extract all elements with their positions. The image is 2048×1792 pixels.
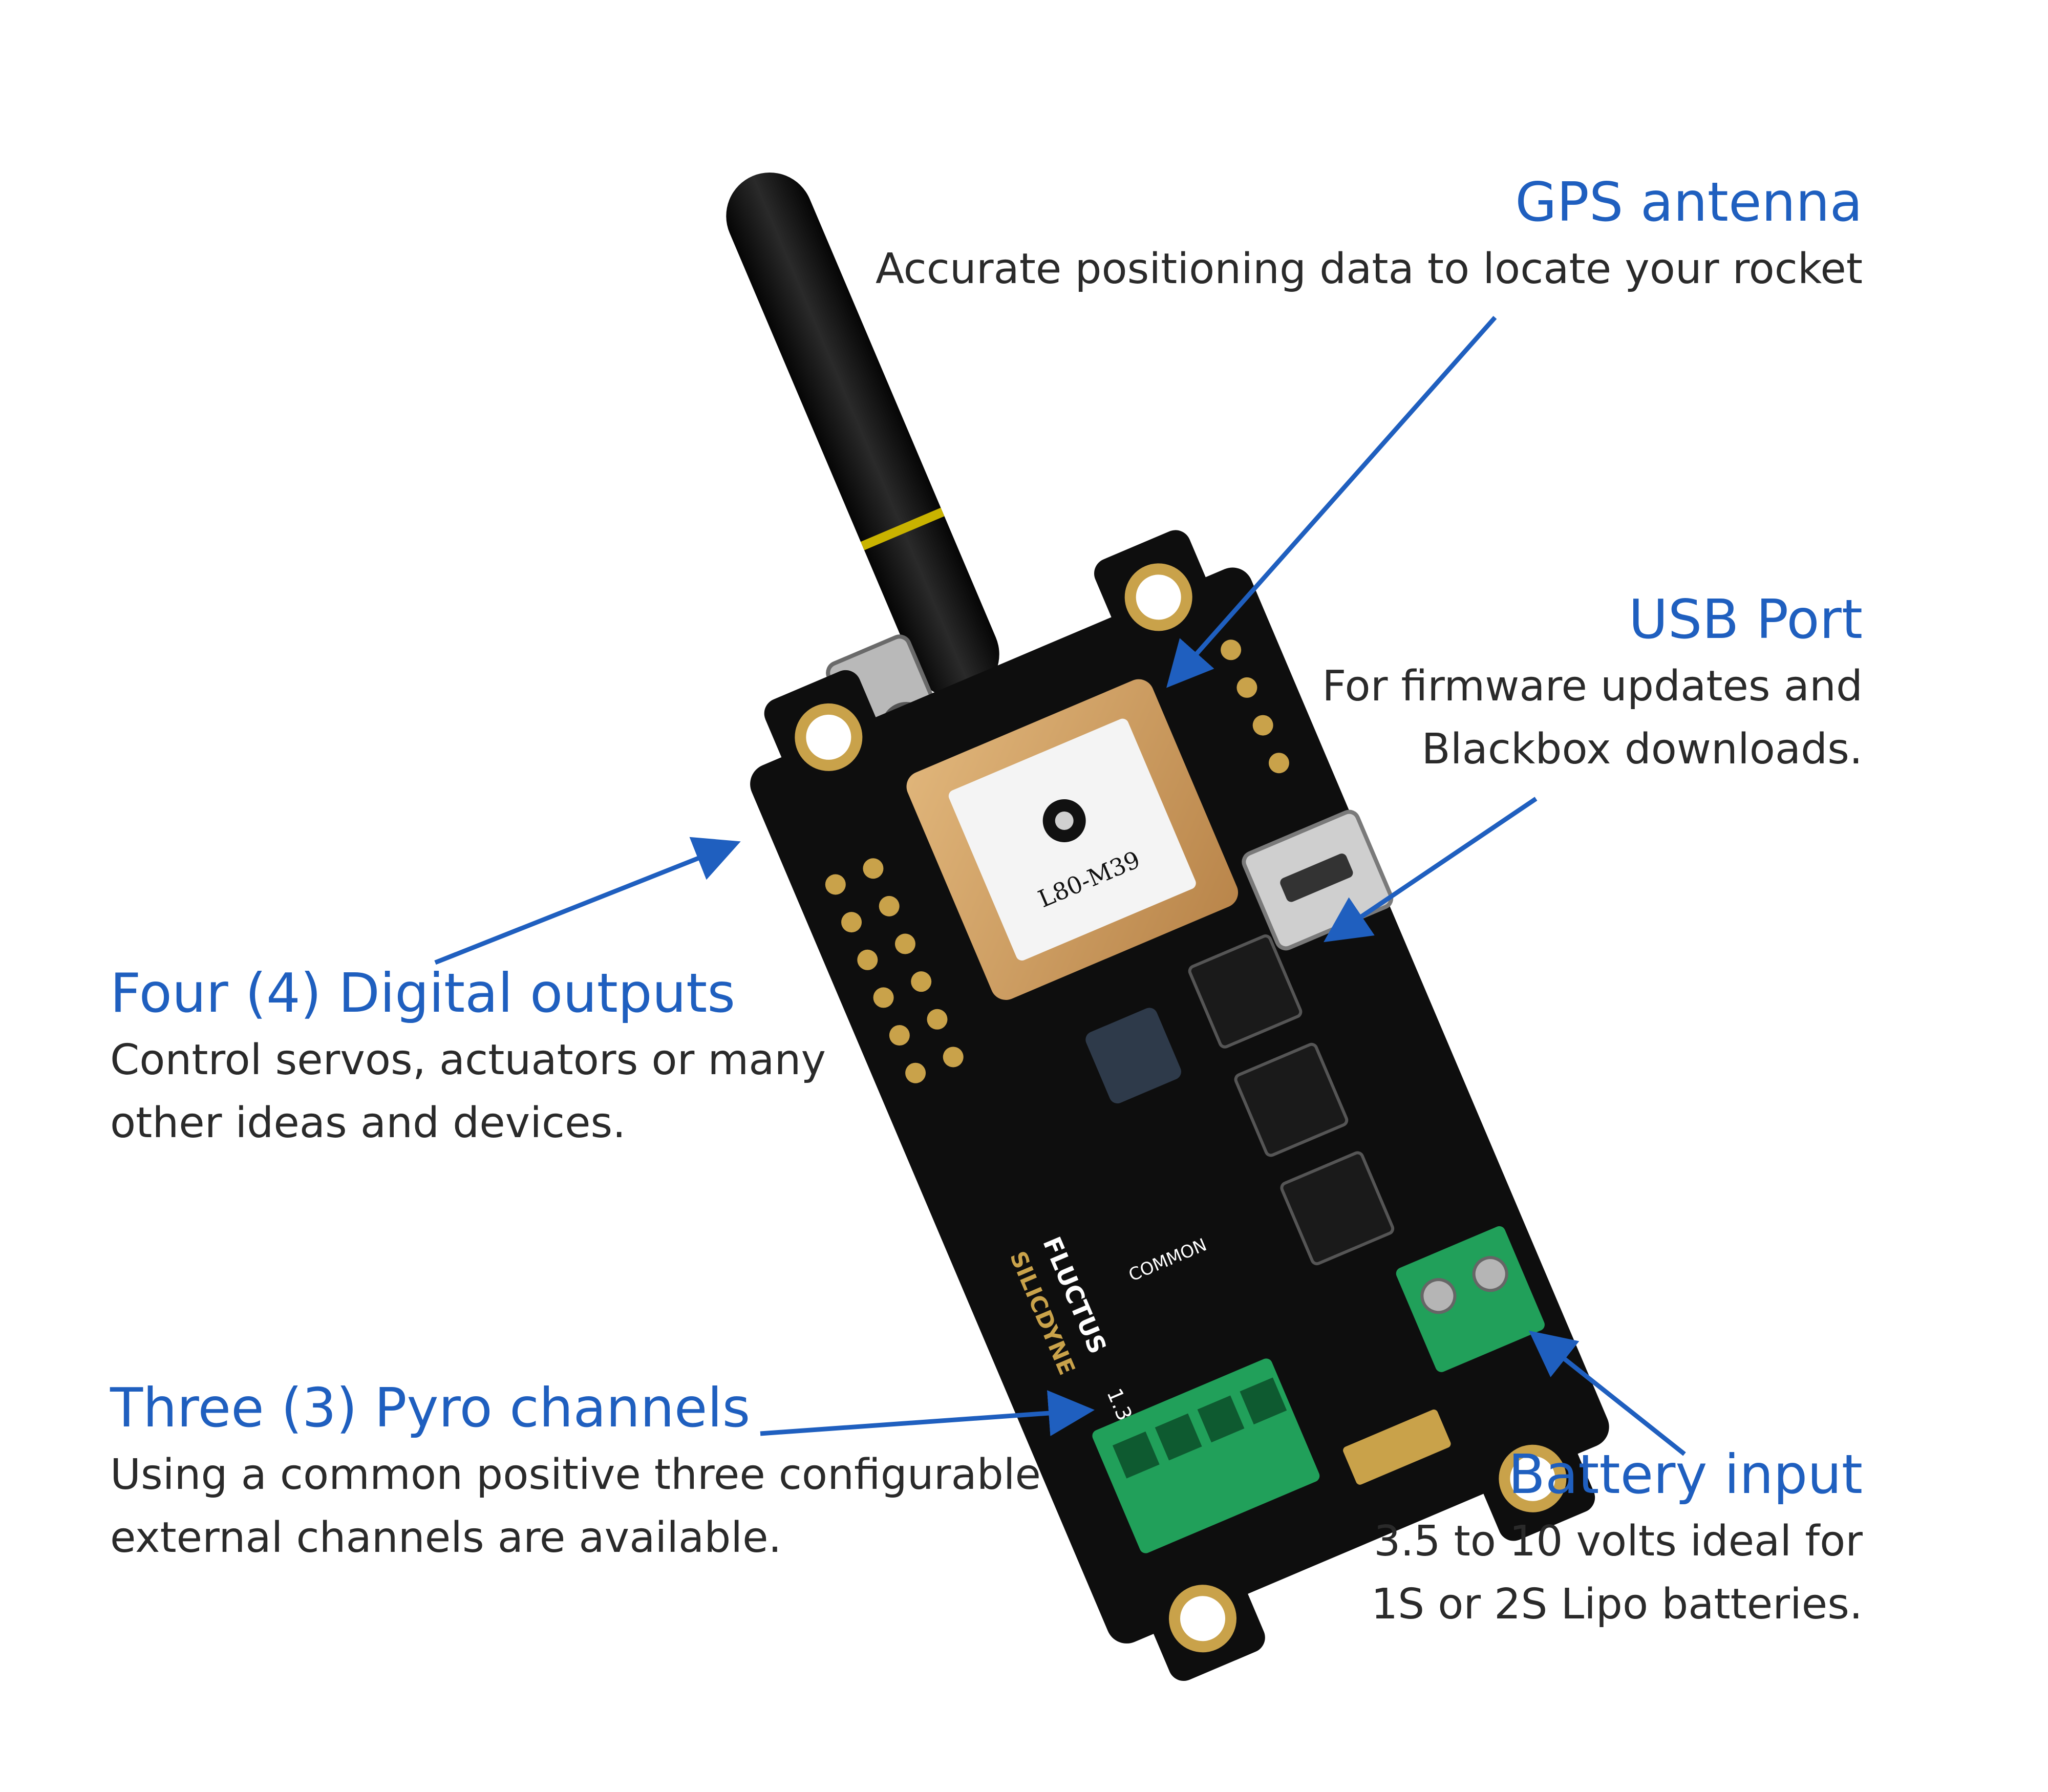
pyro-channels-callout-desc-line-1: Using a common positive three configurab… bbox=[110, 1450, 1041, 1499]
gps-arrow bbox=[1166, 316, 1497, 688]
mounting-hole bbox=[795, 703, 863, 771]
gps-callout: GPS antenna Accurate positioning data to… bbox=[685, 172, 1863, 301]
digital-outputs-callout-desc-line-1: Control servos, actuators or many bbox=[110, 1035, 826, 1084]
mounting-hole bbox=[1169, 1585, 1237, 1653]
mounting-hole bbox=[1499, 1444, 1567, 1512]
gps-callout-title: GPS antenna bbox=[1515, 171, 1863, 233]
ic-chip bbox=[1234, 1042, 1349, 1157]
ic-chip bbox=[1280, 1151, 1395, 1266]
digital-arrow bbox=[434, 837, 741, 965]
mounting-hole bbox=[1124, 563, 1192, 631]
gps-header-pins bbox=[1221, 639, 1289, 774]
pyro-channels-callout-desc: Using a common positive three configurab… bbox=[110, 1443, 1134, 1569]
buzzer bbox=[1085, 1008, 1182, 1104]
usb-callout-desc-line-1: For firmware updates and bbox=[1322, 662, 1863, 711]
ic-chip bbox=[1188, 934, 1303, 1049]
battery-input-callout-desc-line-1: 3.5 to 10 volts ideal for bbox=[1374, 1517, 1863, 1566]
battery-arrow bbox=[1528, 1330, 1686, 1456]
battery-input-callout: Battery input 3.5 to 10 volts ideal for … bbox=[1095, 1444, 1863, 1636]
rubber-duck-antenna bbox=[726, 172, 999, 698]
pyro-terminal-block bbox=[1092, 1358, 1320, 1553]
digital-outputs-callout-desc-line-2: other ideas and devices. bbox=[110, 1098, 626, 1147]
digital-output-pins bbox=[825, 858, 964, 1083]
pyro-channels-callout-title: Three (3) Pyro channels bbox=[110, 1377, 751, 1439]
digital-outputs-callout-title: Four (4) Digital outputs bbox=[110, 962, 736, 1025]
usb-callout: USB Port For firmware updates and Blackb… bbox=[941, 589, 1863, 781]
battery-terminal-block bbox=[1396, 1226, 1545, 1372]
digital-outputs-callout-desc: Control servos, actuators or many other … bbox=[110, 1029, 980, 1155]
pyro-channels-callout: Three (3) Pyro channels Using a common p… bbox=[110, 1377, 1134, 1569]
gps-patch-antenna: L80-M39 bbox=[906, 679, 1239, 1000]
callout-arrows bbox=[434, 316, 1686, 1456]
usb-callout-desc-line-2: Blackbox downloads. bbox=[1421, 724, 1863, 774]
usb-arrow bbox=[1324, 797, 1538, 943]
battery-input-callout-desc-line-2: 1S or 2S Lipo batteries. bbox=[1371, 1580, 1863, 1629]
pyro-arrow bbox=[760, 1390, 1095, 1436]
header-pads bbox=[1343, 1410, 1451, 1485]
pyro-channels-callout-desc-line-2: external channels are available. bbox=[110, 1513, 782, 1562]
usb-callout-title: USB Port bbox=[1628, 588, 1863, 651]
battery-input-callout-desc: 3.5 to 10 volts ideal for 1S or 2S Lipo … bbox=[1095, 1510, 1863, 1636]
usb-callout-desc: For firmware updates and Blackbox downlo… bbox=[941, 655, 1863, 781]
battery-input-callout-title: Battery input bbox=[1508, 1443, 1863, 1506]
gps-callout-desc: Accurate positioning data to locate your… bbox=[876, 244, 1863, 293]
digital-outputs-callout: Four (4) Digital outputs Control servos,… bbox=[110, 963, 980, 1155]
